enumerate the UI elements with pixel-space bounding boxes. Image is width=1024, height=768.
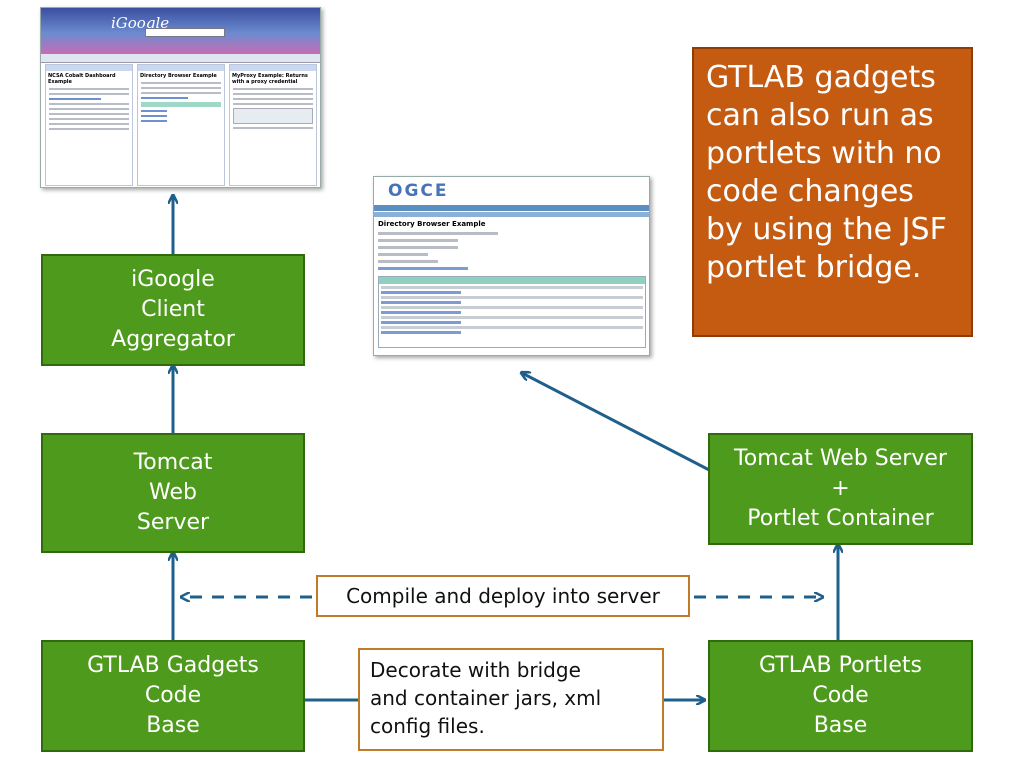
igoogle-screenshot: iGoogle NCSA Cobalt Dashboard Example Di… xyxy=(40,7,321,188)
igoogle-aggregator-label: iGoogle Client Aggregator xyxy=(111,267,235,352)
arrow-tomcat-to-ogce xyxy=(522,373,745,490)
igoogle-aggregator-box: iGoogle Client Aggregator xyxy=(41,254,305,366)
igoogle-logo: iGoogle xyxy=(111,14,170,32)
ogce-subnav-bar xyxy=(374,212,649,217)
ogce-nav-bar xyxy=(374,205,649,211)
igoogle-gadget-myproxy: MyProxy Example: Returns with a proxy cr… xyxy=(229,64,317,186)
ogce-portal-screenshot: OGCE Directory Browser Example xyxy=(373,176,650,356)
igoogle-banner: iGoogle xyxy=(41,8,320,54)
igoogle-search-input xyxy=(145,28,225,37)
ogce-header: OGCE xyxy=(374,177,649,203)
igoogle-gadget-directory: Directory Browser Example xyxy=(137,64,225,186)
tomcat-portlet-container-box: Tomcat Web Server + Portlet Container xyxy=(708,433,973,545)
tomcat-web-server-box: Tomcat Web Server xyxy=(41,433,305,553)
ogce-page-title: Directory Browser Example xyxy=(378,220,486,228)
igoogle-tabs xyxy=(41,54,320,63)
igoogle-gadget-title: MyProxy Example: Returns with a proxy cr… xyxy=(232,73,308,85)
gadgets-code-base-label: GTLAB Gadgets Code Base xyxy=(87,653,259,738)
igoogle-gadget-title: NCSA Cobalt Dashboard Example xyxy=(48,73,116,85)
gadgets-code-base-box: GTLAB Gadgets Code Base xyxy=(41,640,305,752)
decorate-callout: Decorate with bridge and container jars,… xyxy=(358,648,664,751)
tomcat-portlet-container-label: Tomcat Web Server + Portlet Container xyxy=(734,446,947,531)
igoogle-gadget-title: Directory Browser Example xyxy=(140,73,217,79)
ogce-logo: OGCE xyxy=(388,181,449,201)
portlets-code-base-box: GTLAB Portlets Code Base xyxy=(708,640,973,752)
tomcat-web-server-label: Tomcat Web Server xyxy=(133,450,213,535)
portlets-code-base-label: GTLAB Portlets Code Base xyxy=(759,653,922,738)
bridge-note: GTLAB gadgets can also run as portlets w… xyxy=(692,47,973,337)
igoogle-gadget-cobalt: NCSA Cobalt Dashboard Example xyxy=(45,64,133,186)
ogce-file-table xyxy=(378,276,646,348)
compile-deploy-callout: Compile and deploy into server xyxy=(316,575,690,617)
